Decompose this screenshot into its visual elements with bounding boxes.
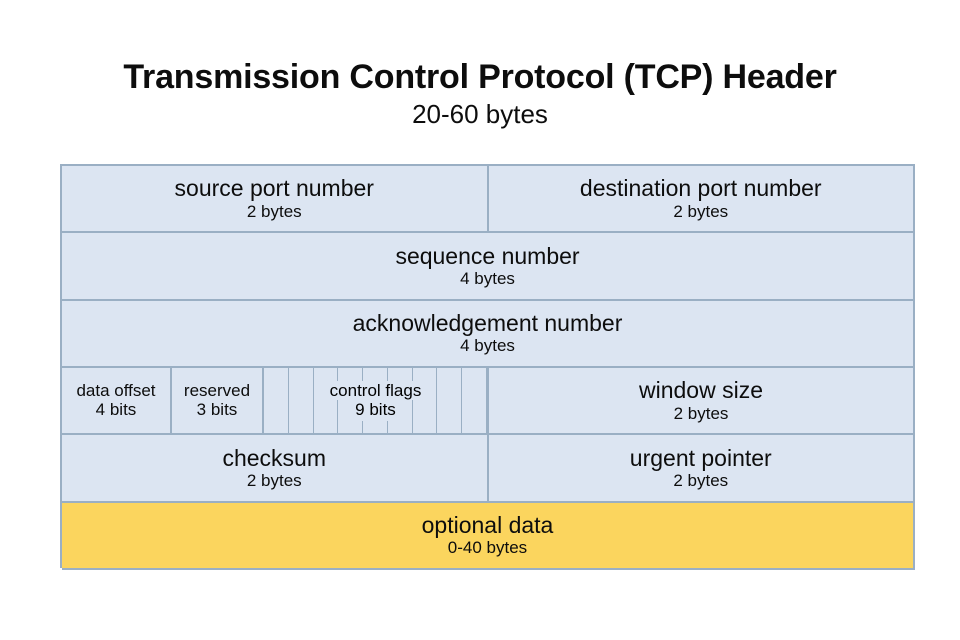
field-label: destination port number	[579, 175, 822, 202]
field-size: 4 bits	[95, 400, 137, 420]
field-label: data offset	[76, 380, 156, 400]
field-size: 4 bytes	[460, 336, 515, 356]
control-flag-bit	[313, 367, 339, 434]
control-flag-bit	[363, 367, 388, 434]
field-size: 0-40 bytes	[447, 538, 528, 558]
field-checksum: checksum 2 bytes	[62, 435, 489, 501]
control-flag-bit	[338, 367, 364, 434]
field-window-size: window size 2 bytes	[489, 367, 915, 434]
control-flag-bit	[412, 367, 438, 434]
field-control-flags: control flags 9 bits	[264, 367, 489, 434]
control-flag-bit	[462, 367, 488, 434]
field-label: checksum	[222, 444, 327, 471]
table-row-options: optional data 0-40 bytes	[62, 502, 915, 570]
tcp-header-table: source port number 2 bytes destination p…	[60, 164, 915, 570]
table-row-checksum: checksum 2 bytes urgent pointer 2 bytes	[62, 435, 915, 503]
field-label: urgent pointer	[629, 444, 772, 471]
control-flag-bit	[288, 367, 314, 434]
control-flag-bit	[264, 367, 289, 434]
field-acknowledgement-number: acknowledgement number 4 bytes	[62, 300, 915, 366]
field-size: 4 bytes	[460, 269, 515, 289]
field-size: 2 bytes	[673, 201, 729, 221]
field-label: acknowledgement number	[352, 309, 623, 336]
field-size: 2 bytes	[673, 471, 729, 490]
field-urgent-pointer: urgent pointer 2 bytes	[488, 435, 915, 501]
control-flag-bit	[387, 367, 413, 434]
control-flag-bit	[437, 367, 463, 434]
field-reserved: reserved 3 bits	[172, 367, 264, 434]
field-size: 2 bytes	[673, 403, 729, 423]
field-size: 3 bits	[196, 400, 238, 420]
title-block: Transmission Control Protocol (TCP) Head…	[0, 58, 960, 130]
field-label: source port number	[174, 175, 374, 202]
table-row-ports: source port number 2 bytes destination p…	[62, 166, 915, 234]
page-subtitle: 20-60 bytes	[412, 99, 548, 130]
field-source-port: source port number 2 bytes	[62, 166, 489, 232]
field-size: 2 bytes	[246, 201, 302, 221]
table-row-sequence: sequence number 4 bytes	[62, 233, 915, 301]
field-optional-data: optional data 0-40 bytes	[62, 502, 915, 568]
field-label: reserved	[183, 380, 251, 400]
field-sequence-number: sequence number 4 bytes	[62, 233, 915, 299]
table-row-acknowledgement: acknowledgement number 4 bytes	[62, 300, 915, 368]
table-row-flags: data offset 4 bits reserved 3 bits contr…	[62, 367, 915, 436]
field-size: 2 bytes	[246, 471, 302, 490]
field-destination-port: destination port number 2 bytes	[488, 166, 915, 232]
field-label: sequence number	[395, 242, 580, 269]
field-label: optional data	[421, 511, 554, 538]
field-data-offset: data offset 4 bits	[62, 367, 172, 434]
page-title: Transmission Control Protocol (TCP) Head…	[123, 58, 837, 96]
field-label: window size	[639, 377, 763, 404]
